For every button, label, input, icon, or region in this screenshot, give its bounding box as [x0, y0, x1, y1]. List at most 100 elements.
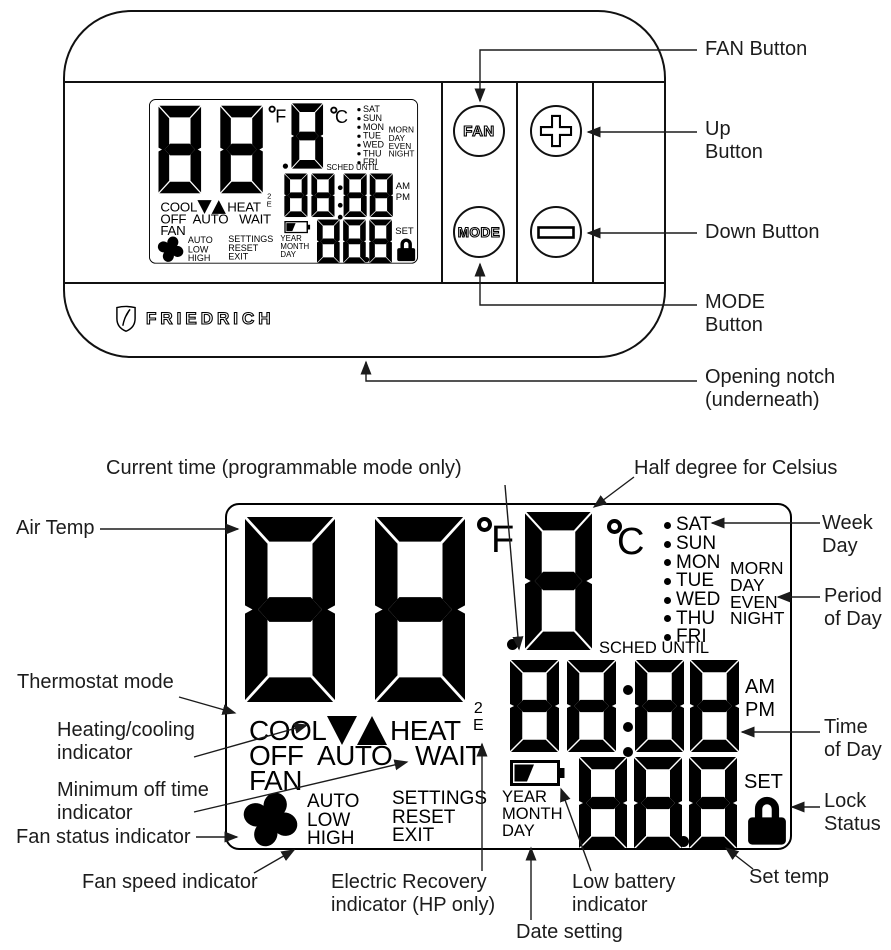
- heat-indicator: HEAT: [227, 199, 261, 215]
- fan-speed-label: LOW: [307, 809, 351, 831]
- friedrich-logo: FRIEDRICH: [116, 304, 275, 333]
- set-temp-digit-1: [316, 219, 340, 264]
- time-digit-1: [284, 173, 308, 218]
- device-top-band-line: [65, 81, 664, 83]
- fan-button[interactable]: FAN: [453, 105, 505, 157]
- date-fields-list: YEAR MONTH DAY: [502, 789, 563, 840]
- exit-label: EXIT: [392, 825, 435, 847]
- thermostat-mode-callout: Thermostat mode: [17, 671, 174, 693]
- weekday-bullet-icon: [357, 161, 361, 165]
- time-digit-4: [369, 173, 393, 218]
- time-digit-2: [567, 660, 616, 752]
- month-label: MONTH: [280, 242, 310, 251]
- weekday-row: SAT: [357, 104, 384, 114]
- set-label: SET: [395, 226, 414, 237]
- day-label: DAY: [280, 250, 296, 259]
- half-degree-digit: [291, 103, 324, 169]
- weekday-row: FRI: [664, 626, 720, 647]
- sched-until-label: SCHED UNTIL: [599, 639, 710, 657]
- weekday-bullet-icon: [357, 116, 361, 121]
- battery-icon: [284, 220, 311, 234]
- wait-indicator: WAIT: [239, 211, 271, 227]
- colon-dot: [337, 185, 343, 191]
- electric-label: E: [473, 717, 484, 734]
- period-label: EVEN: [730, 591, 778, 612]
- period-label: EVEN: [388, 141, 412, 151]
- device-lcd-screen: F C SAT SUN MON TUE WED THU FRI MORN DAY…: [149, 99, 419, 265]
- lcd-display-panel: F C SAT SUN MON TUE WED THU FRI MORN DAY…: [149, 99, 419, 264]
- off-indicator: OFF: [160, 211, 187, 227]
- fan-status-callout: Fan status indicator: [16, 826, 191, 848]
- panel-divider: [441, 81, 443, 282]
- stage2-label: 2: [267, 192, 272, 201]
- fan-speed-label: LOW: [187, 244, 209, 255]
- weekday-label: SUN: [362, 113, 383, 124]
- cool-indicator: COOL: [160, 199, 198, 215]
- temp-decimal-dot: [507, 639, 518, 650]
- settings-label: SETTINGS: [392, 788, 488, 809]
- time-digit-4: [690, 660, 739, 752]
- plus-icon: [537, 112, 575, 150]
- celsius-label: C: [335, 107, 349, 128]
- pm-label: PM: [395, 192, 410, 203]
- set-temp-decimal-dot: [678, 836, 689, 847]
- air-temp-digit-1: [245, 517, 335, 702]
- set-temp-digit-2: [634, 757, 682, 849]
- year-label: YEAR: [502, 788, 547, 806]
- weekday-label: MON: [362, 122, 385, 133]
- panel-divider: [516, 81, 518, 282]
- fan-speed-label: AUTO: [187, 235, 213, 246]
- fan-indicator: FAN: [160, 223, 186, 239]
- weekday-row: FRI: [357, 157, 384, 168]
- settings-menu-list: SETTINGS RESET EXIT: [228, 235, 273, 261]
- period-of-day-list: MORN DAY EVEN NIGHT: [388, 125, 415, 158]
- am-label: AM: [745, 676, 775, 698]
- weekday-bullet-icon: [664, 540, 671, 548]
- fan-speed-label: HIGH: [187, 253, 211, 264]
- degree-symbol-f-icon: [268, 105, 276, 113]
- fan-blades-icon: [239, 791, 302, 848]
- air-temp-callout: Air Temp: [16, 517, 95, 539]
- enlarged-lcd-figure: F C SAT SUN MON TUE WED THU FRI MORN DAY…: [225, 503, 792, 850]
- down-button-callout: Down Button: [705, 221, 820, 243]
- down-button[interactable]: [530, 206, 582, 258]
- stage2-label: 2: [473, 700, 483, 717]
- weekday-label: WED: [676, 589, 721, 611]
- leader-opening-notch: [360, 360, 697, 382]
- colon-dot: [623, 685, 633, 695]
- up-button[interactable]: [530, 105, 582, 157]
- weekday-row: MON: [357, 122, 385, 133]
- weekday-row: MON: [664, 552, 720, 573]
- weekday-bullet-icon: [357, 152, 361, 156]
- degree-symbol-c-icon: [607, 519, 622, 534]
- weekday-label: FRI: [362, 157, 378, 168]
- month-label: MONTH: [502, 805, 563, 823]
- weekday-row: SUN: [664, 533, 720, 554]
- fahrenheit-label: F: [275, 106, 287, 127]
- device-bottom-band-line: [65, 282, 664, 284]
- mode-button[interactable]: MODE: [453, 206, 505, 258]
- set-temp-decimal-dot: [363, 257, 370, 263]
- weekday-bullet-icon: [664, 596, 671, 604]
- electric-label: E: [266, 200, 272, 209]
- battery-icon: [510, 760, 566, 786]
- weekday-label: THU: [362, 148, 382, 159]
- weekday-label: SAT: [676, 514, 712, 536]
- weekday-bullet-icon: [357, 134, 361, 138]
- am-label: AM: [395, 181, 410, 192]
- triangle-up-icon: [357, 716, 387, 745]
- degree-symbol-f-icon: [477, 517, 492, 532]
- fan-speed-label: HIGH: [307, 828, 355, 850]
- fan-speed-list: AUTO LOW HIGH: [187, 235, 213, 264]
- exit-label: EXIT: [228, 251, 249, 262]
- half-degree-digit: [525, 512, 592, 650]
- set-label: SET: [744, 771, 783, 793]
- period-label: MORN: [730, 558, 784, 578]
